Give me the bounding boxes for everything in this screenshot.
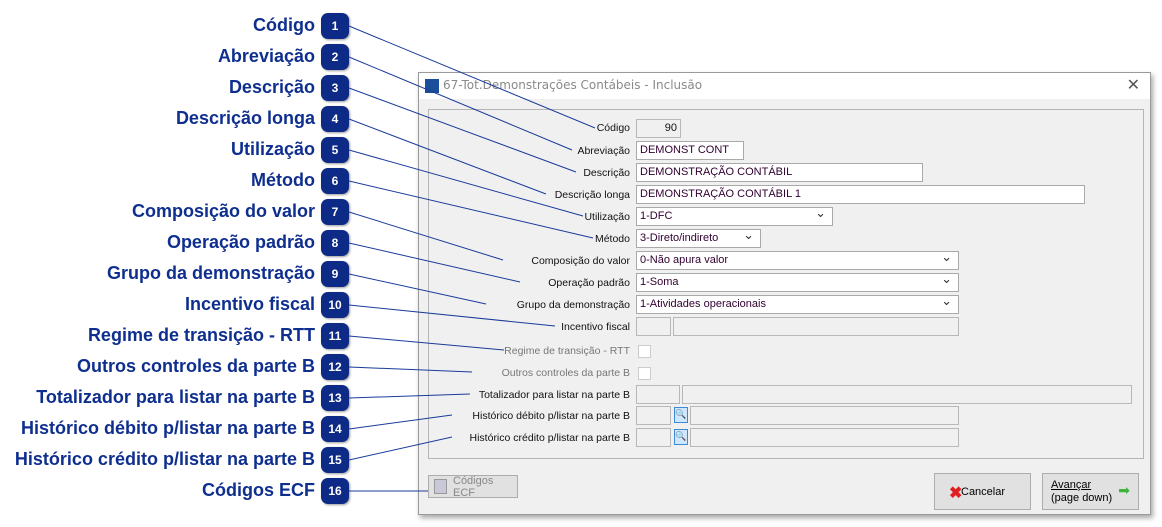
- callout-badge: 11: [321, 323, 349, 349]
- callout-label: Histórico crédito p/listar na parte B: [14, 449, 315, 469]
- hist-debito-code-field[interactable]: [636, 406, 671, 425]
- callout-label: Utilização: [230, 139, 315, 159]
- search-icon[interactable]: 🔍: [674, 429, 688, 445]
- outros-label: Outros controles da parte B: [501, 367, 630, 379]
- search-icon[interactable]: 🔍: [674, 407, 688, 423]
- callout-label: Abreviação: [217, 46, 315, 66]
- callout-badge: 3: [321, 75, 349, 101]
- hist-credito-code-field[interactable]: [636, 428, 671, 447]
- callout-badge: 10: [321, 292, 349, 318]
- callout-label: Descrição longa: [175, 108, 315, 128]
- metodo-select[interactable]: 3-Direto/indireto: [636, 229, 761, 248]
- utilizacao-label: Utilização: [584, 211, 630, 223]
- dialog-title: 67-Tot.Demonstrações Contábeis - Inclusã…: [443, 78, 703, 92]
- totalizador-label: Totalizador para listar na parte B: [478, 389, 630, 401]
- callout-label: Incentivo fiscal: [184, 294, 315, 314]
- incentivo-code-field[interactable]: [636, 317, 671, 336]
- totalizador-desc-field: [682, 385, 1132, 404]
- metodo-label: Método: [594, 233, 630, 245]
- descricao-longa-label: Descrição longa: [554, 189, 630, 201]
- incentivo-label: Incentivo fiscal: [561, 321, 630, 333]
- incentivo-desc-field: [673, 317, 959, 336]
- callout-badge: 12: [321, 354, 349, 380]
- callout-label: Grupo da demonstração: [106, 263, 315, 283]
- callout-label: Operação padrão: [166, 232, 315, 252]
- close-icon[interactable]: ✕: [1126, 75, 1140, 94]
- utilizacao-select[interactable]: 1-DFC: [636, 207, 833, 226]
- descricao-label: Descrição: [583, 167, 630, 179]
- avancar-label: Avançar: [1051, 478, 1092, 491]
- composicao-label: Composição do valor: [531, 255, 630, 267]
- callout-label: Totalizador para listar na parte B: [36, 387, 315, 407]
- callout-badge: 13: [321, 385, 349, 411]
- callout-badge: 14: [321, 416, 349, 442]
- callout-badge: 1: [321, 13, 349, 39]
- hist-debito-desc-field: [690, 406, 959, 425]
- callout-badge: 16: [321, 478, 349, 504]
- rtt-checkbox[interactable]: [638, 345, 651, 358]
- callout-label: Histórico débito p/listar na parte B: [20, 418, 315, 438]
- totalizador-code-field[interactable]: [636, 385, 680, 404]
- cancel-x-icon: ✖: [949, 485, 963, 502]
- hist-debito-label: Histórico débito p/listar na parte B: [472, 410, 630, 422]
- callout-label: Outros controles da parte B: [76, 356, 315, 376]
- app-icon: [425, 79, 439, 93]
- codigos-ecf-label: Códigos ECF: [453, 474, 494, 499]
- operacao-select[interactable]: 1-Soma: [636, 273, 959, 292]
- callout-label: Descrição: [228, 77, 315, 97]
- callout-badge: 5: [321, 137, 349, 163]
- callout-badge: 4: [321, 106, 349, 132]
- codigo-field[interactable]: 90: [636, 119, 681, 138]
- grupo-label: Grupo da demonstração: [516, 299, 630, 311]
- callout-badge: 15: [321, 447, 349, 473]
- dialog-window: 67-Tot.Demonstrações Contábeis - Inclusã…: [418, 72, 1151, 515]
- document-edit-icon: [434, 479, 447, 494]
- avancar-sublabel: (page down): [1051, 491, 1113, 504]
- callout-badge: 6: [321, 168, 349, 194]
- arrow-right-icon: ➡: [1118, 482, 1130, 498]
- operacao-label: Operação padrão: [548, 277, 630, 289]
- descricao-field[interactable]: DEMONSTRAÇÃO CONTÁBIL: [636, 163, 923, 182]
- callout-badge: 9: [321, 261, 349, 287]
- rtt-label: Regime de transição - RTT: [504, 345, 630, 357]
- cancelar-label: Cancelar: [961, 485, 1006, 498]
- callout-label: Regime de transição - RTT: [87, 325, 315, 345]
- abreviacao-field[interactable]: DEMONST CONT: [636, 141, 744, 160]
- cancelar-button[interactable]: ✖ Cancelar: [934, 473, 1031, 510]
- abreviacao-label: Abreviação: [577, 145, 630, 157]
- hist-credito-desc-field: [690, 428, 959, 447]
- callout-badge: 7: [321, 199, 349, 225]
- codigo-label: Código: [596, 122, 630, 134]
- title-bar: 67-Tot.Demonstrações Contábeis - Inclusã…: [419, 73, 1150, 99]
- callout-label: Composição do valor: [131, 201, 315, 221]
- composicao-select[interactable]: 0-Não apura valor: [636, 251, 959, 270]
- callout-badge: 8: [321, 230, 349, 256]
- callout-badge: 2: [321, 44, 349, 70]
- avancar-button[interactable]: Avançar (page down) ➡: [1042, 473, 1139, 510]
- codigos-ecf-button[interactable]: Códigos ECF: [428, 474, 518, 499]
- grupo-select[interactable]: 1-Atividades operacionais: [636, 295, 959, 314]
- callout-label: Códigos ECF: [202, 480, 315, 500]
- callout-label: Método: [251, 170, 315, 190]
- outros-checkbox[interactable]: [638, 367, 651, 380]
- callout-label: Código: [253, 15, 315, 35]
- hist-credito-label: Histórico crédito p/listar na parte B: [469, 432, 630, 444]
- descricao-longa-field[interactable]: DEMONSTRAÇÃO CONTÁBIL 1: [636, 185, 1085, 204]
